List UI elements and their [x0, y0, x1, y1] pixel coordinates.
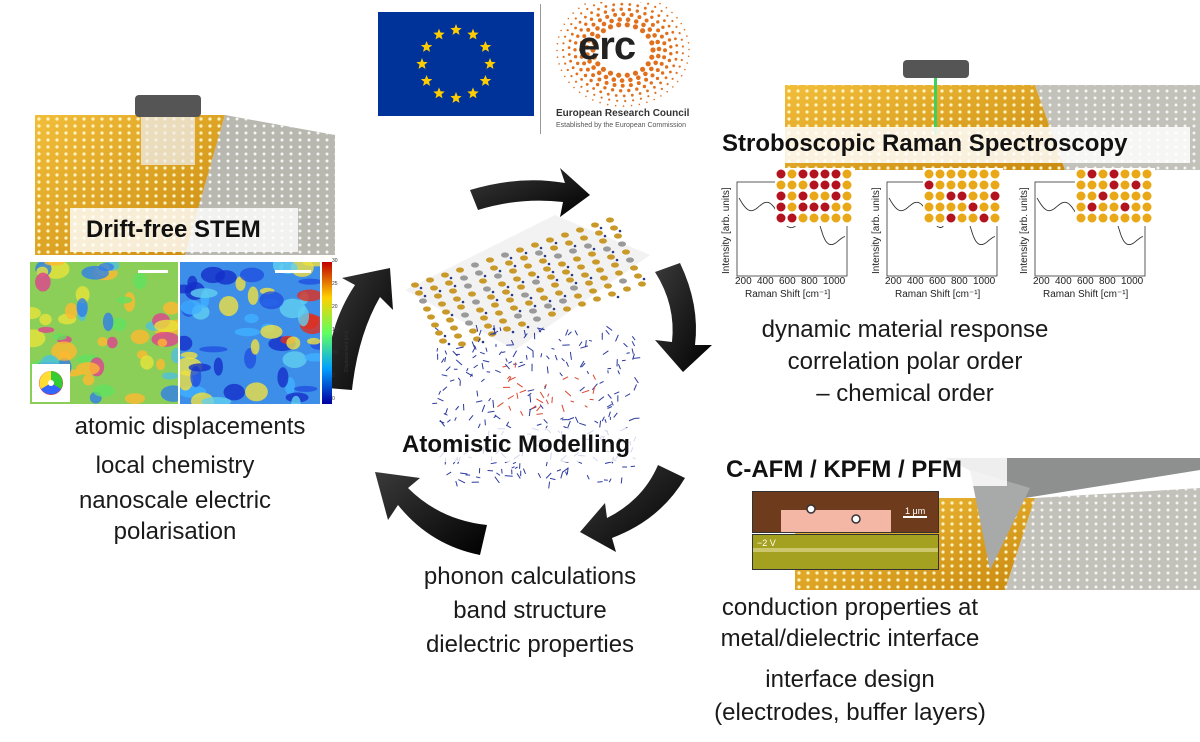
- stem-caption-3: nanoscale electric: [78, 487, 272, 514]
- atomistic-structure: [405, 215, 650, 350]
- stem-map-right: [180, 262, 320, 404]
- colorbar-tick: 10: [332, 350, 338, 356]
- raman-heading: Stroboscopic Raman Spectroscopy: [722, 130, 1128, 157]
- eu-star-icon: [450, 92, 462, 103]
- raman-x-tick: 600: [929, 276, 946, 287]
- colorbar-tick: 25: [332, 281, 338, 287]
- eu-flag-icon: [378, 12, 534, 116]
- eu-star-icon: [420, 75, 433, 86]
- raman-x-label: Raman Shift [cm⁻¹]: [895, 289, 981, 300]
- raman-x-tick: 200: [1033, 276, 1050, 287]
- color-wheel-icon: [32, 364, 70, 402]
- afm-scale-label: 1 μm: [905, 506, 926, 516]
- raman-lattice-inset: [1075, 168, 1155, 226]
- eu-star-icon: [420, 41, 433, 52]
- raman-x-tick: 400: [757, 276, 774, 287]
- erc-name: European Research Council: [556, 108, 690, 119]
- eu-star-icon: [450, 24, 462, 35]
- afm-potential-map: −2 V: [752, 534, 939, 570]
- afm-current-map: 1 μm: [752, 491, 939, 533]
- eu-star-icon: [467, 28, 479, 40]
- stem-caption-2: local chemistry: [95, 452, 255, 479]
- afm-caption-1: conduction properties at: [721, 594, 979, 621]
- raman-y-label: Intensity [arb. units]: [1019, 187, 1030, 274]
- raman-caption-3: – chemical order: [816, 380, 994, 407]
- erc-logo: erc European Research Council Establishe…: [548, 0, 698, 134]
- raman-x-tick: 1000: [1121, 276, 1144, 287]
- logo-divider: [540, 4, 541, 134]
- raman-x-label: Raman Shift [cm⁻¹]: [1043, 289, 1129, 300]
- erc-subtitle: Established by the European Commission: [556, 122, 686, 129]
- eu-star-icon: [484, 58, 496, 69]
- raman-x-label: Raman Shift [cm⁻¹]: [745, 289, 831, 300]
- raman-caption-1: dynamic material response: [761, 316, 1049, 343]
- cycle-arrow-right: [655, 263, 712, 372]
- stem-caption-1: atomic displacements: [74, 413, 306, 440]
- stem-heading-box: [70, 208, 298, 252]
- modelling-heading: Atomistic Modelling: [402, 431, 630, 458]
- raman-x-tick: 600: [779, 276, 796, 287]
- colorbar-tick: 30: [332, 258, 338, 264]
- stem-map-left: [30, 262, 178, 404]
- displacement-colorbar: [322, 262, 332, 404]
- colorbar-ticks: 30 25 20 15 10 5 0: [332, 258, 344, 408]
- colorbar-tick: 0: [332, 396, 335, 402]
- eu-star-icon: [467, 87, 479, 99]
- modelling-caption-3: dielectric properties: [425, 631, 635, 658]
- raman-lattice-inset: [923, 168, 1003, 226]
- raman-x-tick: 1000: [823, 276, 846, 287]
- raman-x-tick: 800: [951, 276, 968, 287]
- afm-heading: C-AFM / KPFM / PFM: [726, 456, 962, 483]
- erc-mark: erc: [578, 24, 636, 68]
- raman-x-tick: 1000: [973, 276, 996, 287]
- eu-star-icon: [479, 41, 492, 52]
- colorbar-label: Displacement [pm]: [344, 330, 350, 372]
- eu-star-icon: [479, 75, 492, 86]
- stem-caption-4: polarisation: [113, 518, 237, 545]
- eu-logo: [372, 6, 540, 124]
- raman-lattice-inset: [775, 168, 855, 226]
- afm-heading-box: [722, 452, 1007, 486]
- raman-x-tick: 200: [885, 276, 902, 287]
- modelling-heading-box: [396, 428, 666, 462]
- raman-x-tick: 200: [735, 276, 752, 287]
- raman-heading-box: [718, 127, 1190, 163]
- cycle-arrow-top: [470, 168, 590, 217]
- raman-y-label: Intensity [arb. units]: [871, 187, 882, 274]
- polarisation-field: [432, 325, 642, 490]
- eu-star-icon: [433, 87, 445, 99]
- eu-star-icon: [433, 28, 445, 40]
- stem-heading: Drift-free STEM: [86, 216, 261, 243]
- colorbar-tick: 15: [332, 327, 338, 333]
- raman-y-label: Intensity [arb. units]: [721, 187, 732, 274]
- cycle-arrow-left: [326, 268, 393, 390]
- cycle-arrow-bottom-left: [375, 472, 487, 555]
- afm-caption-2: metal/dielectric interface: [720, 625, 980, 652]
- afm-caption-4: (electrodes, buffer layers): [714, 699, 986, 726]
- erc-dots-icon: [556, 0, 690, 107]
- cycle-arrow-bottom-right: [580, 465, 685, 552]
- raman-caption-2: correlation polar order: [787, 348, 1023, 375]
- afm-caption-3: interface design: [765, 666, 935, 693]
- raman-x-tick: 400: [907, 276, 924, 287]
- colorbar-tick: 20: [332, 304, 338, 310]
- raman-x-tick: 800: [1099, 276, 1116, 287]
- eu-star-icon: [416, 58, 428, 69]
- modelling-caption-1: phonon calculations: [423, 563, 637, 590]
- raman-x-tick: 600: [1077, 276, 1094, 287]
- colorbar-tick: 5: [332, 373, 335, 379]
- raman-x-tick: 800: [801, 276, 818, 287]
- modelling-caption-2: band structure: [453, 597, 607, 624]
- afm-voltage-label: −2 V: [757, 538, 776, 548]
- raman-x-tick: 400: [1055, 276, 1072, 287]
